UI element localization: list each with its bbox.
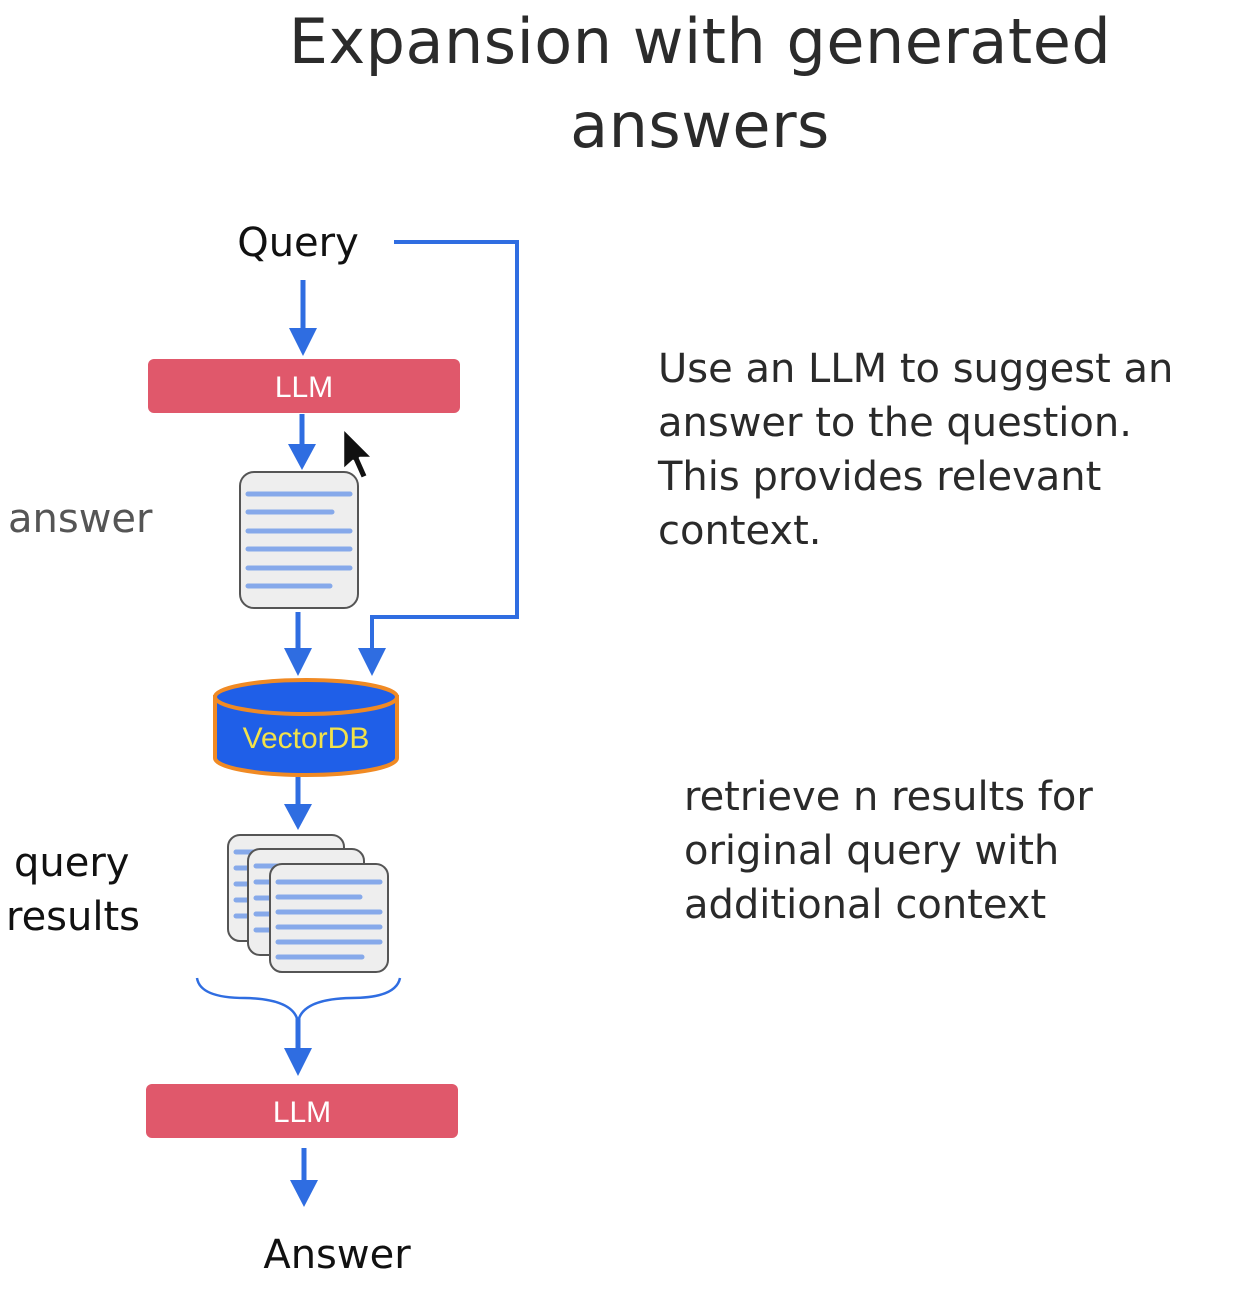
note-bottom-line-3: additional context — [684, 882, 1047, 928]
note-retrieve-results: retrieve n results for original query wi… — [684, 770, 1093, 932]
note-bottom-line-1: retrieve n results for — [684, 774, 1093, 820]
database-icon: VectorDB — [213, 678, 399, 777]
note-bottom-line-2: original query with — [684, 828, 1060, 874]
vectordb-label: VectorDB — [243, 722, 370, 755]
query-results-label-line1: query — [14, 840, 129, 886]
arrow-query-to-llm — [289, 280, 317, 356]
answer-side-label: answer — [8, 496, 153, 542]
llm-top-label: LLM — [275, 371, 333, 404]
note-top-line-3: This provides relevant — [658, 454, 1102, 500]
query-results-label-line2: results — [6, 894, 140, 940]
note-top-line-1: Use an LLM to suggest an — [658, 346, 1174, 392]
arrow-query-bypass-to-vectordb — [358, 240, 519, 676]
note-top-line-2: answer to the question. — [658, 400, 1132, 446]
title-line-2: answers — [570, 89, 830, 162]
document-icon — [239, 471, 359, 609]
title-line-1: Expansion with generated — [288, 5, 1112, 78]
llm-box-bottom: LLM — [146, 1084, 458, 1138]
final-answer-label: Answer — [263, 1232, 411, 1278]
brace-icon — [195, 977, 402, 1023]
document-stack-front — [269, 863, 389, 973]
arrow-llm-to-answer — [288, 414, 316, 470]
arrow-results-to-llm — [284, 1018, 312, 1076]
arrow-vectordb-to-results — [284, 777, 312, 830]
llm-bottom-label: LLM — [273, 1096, 331, 1129]
arrow-answer-to-vectordb — [284, 612, 312, 676]
page-title: Expansion with generated answers — [230, 0, 1170, 168]
note-top-line-4: context. — [658, 508, 822, 554]
note-llm-suggest: Use an LLM to suggest an answer to the q… — [658, 342, 1173, 558]
llm-box-top: LLM — [148, 359, 460, 413]
document-stack-icon — [227, 834, 389, 973]
arrow-llm-to-answer-final — [290, 1148, 318, 1207]
cursor-icon — [341, 426, 375, 481]
query-label: Query — [237, 220, 359, 266]
